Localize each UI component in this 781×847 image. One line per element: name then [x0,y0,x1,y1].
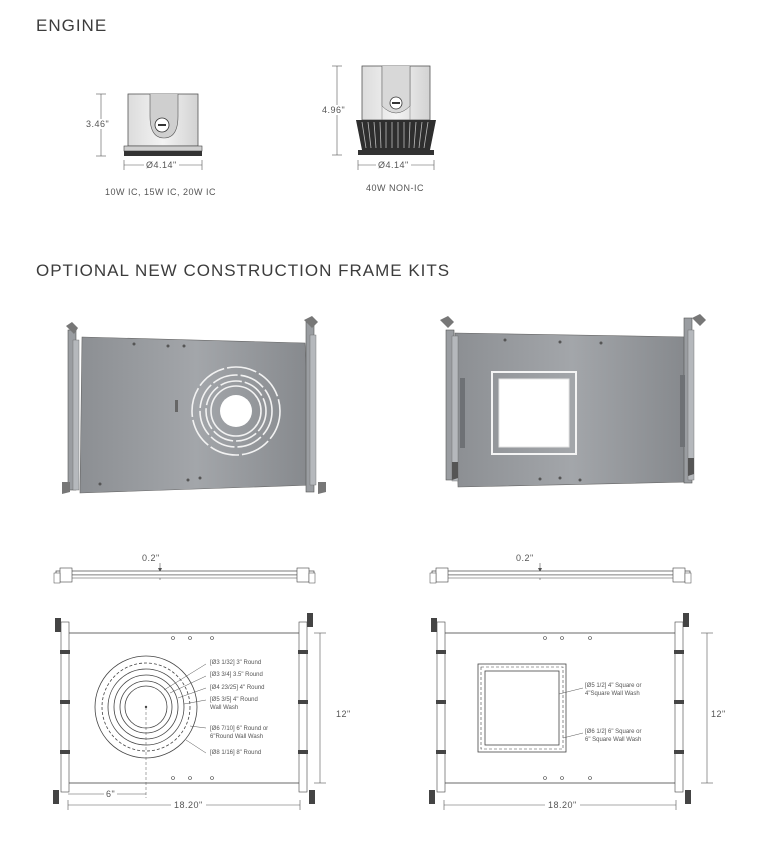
round-knockout-4-wallwash-2: Wall Wash [210,705,239,711]
square-knockout-4: [Ø5 1/2] 4" Square or [585,683,642,689]
round-frame-center-label: 6" [104,789,118,799]
round-knockout-3-5: [Ø3 3/4] 3.5" Round [210,672,263,678]
square-frame-photo [440,314,706,488]
square-frame-depth-label: 12" [711,709,726,719]
round-frame-offset-label: 0.2" [142,553,160,563]
round-knockout-3: [Ø3 1/32] 3" Round [210,660,262,666]
engine-ic-caption: 10W IC, 15W IC, 20W IC [105,187,217,197]
engine-ic-height-label: 3.46" [86,119,110,129]
round-frame-depth-label: 12" [336,709,351,719]
engine-ic-drawing [96,93,203,170]
square-frame-width-label: 18.20" [545,800,580,810]
round-frame-plan [53,613,326,810]
round-knockout-4: [Ø4 23/25] 4" Round [210,685,265,691]
engine-nonic-diameter-label: Ø4.14" [376,160,411,170]
square-knockout-4-wallwash: 4"Square Wall Wash [585,691,640,697]
square-knockout-6: [Ø6 1/2] 6" Square or [585,729,642,735]
engine-nonic-caption: 40W NON-IC [366,183,425,193]
round-knockout-8: [Ø8 1/16] 8" Round [210,750,262,756]
square-frame-plan [429,613,713,810]
engine-heading: ENGINE [36,16,108,35]
round-knockout-4-wallwash: [Ø5 3/5] 4" Round [210,697,258,703]
square-knockout-6-wallwash: 6" Square Wall Wash [585,737,642,743]
engine-nonic-height-label: 4.96" [322,105,346,115]
round-knockout-6: [Ø6 7/10] 6" Round or [210,726,269,732]
round-knockout-6-wallwash: 6"Round Wall Wash [210,734,264,740]
round-frame-width-label: 18.20" [171,800,206,810]
square-frame-offset-label: 0.2" [516,553,534,563]
engine-ic-diameter-label: Ø4.14" [144,160,179,170]
round-frame-photo [62,316,326,494]
engine-nonic-drawing [332,65,436,170]
frame-kits-heading: OPTIONAL NEW CONSTRUCTION FRAME KITS [36,261,451,280]
round-frame-side-view [53,563,316,584]
square-frame-side-view [429,563,692,584]
